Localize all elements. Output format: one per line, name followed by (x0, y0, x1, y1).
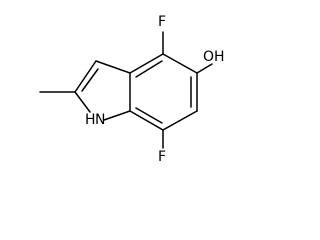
bond-c3a-c3 (95, 60, 131, 74)
atom-label-amine: H (85, 112, 96, 128)
atom-label-fluorine-top: F (158, 14, 166, 30)
bond-c6-c7a (129, 110, 164, 131)
bond-c3a-c4 (162, 53, 198, 74)
bond-n1-c7a (103, 110, 131, 121)
bond-c6-c7a-inner (135, 107, 163, 124)
bond-c3-c2-inner (81, 68, 99, 92)
bond-c2-n1 (74, 91, 91, 113)
bond-c3a-c4a (129, 53, 164, 74)
atom-label-fluorine-bottom: F (158, 149, 166, 165)
bond-c-oh (196, 63, 213, 74)
atom-label-hydroxyl: OH (203, 49, 225, 65)
atom-label-amine-nitrogen: N (95, 112, 105, 128)
bond-c3a-c4a-inner (135, 60, 163, 78)
bond-c5-c6 (162, 110, 198, 131)
bond-c3-c2 (74, 60, 97, 93)
molecule-structure: F OH H N F (39, 14, 225, 165)
